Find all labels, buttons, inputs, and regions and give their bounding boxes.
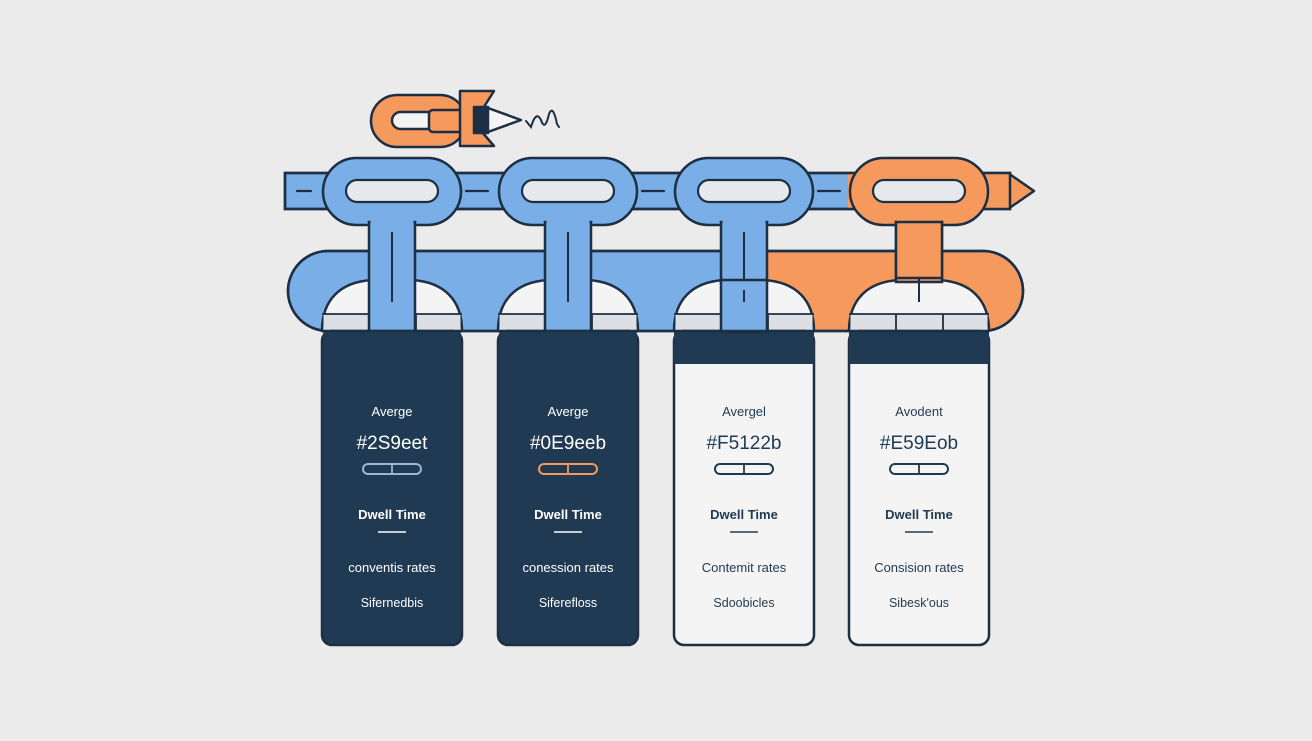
card-metric: Dwell Time (885, 507, 953, 522)
card-heading: Avergel (722, 404, 766, 419)
pill-indicator (889, 463, 949, 475)
rocket-pencil-link-icon (369, 89, 523, 149)
card-metric: Dwell Time (534, 507, 602, 522)
card-metric: Dwell Time (358, 507, 426, 522)
coupler-slot (520, 178, 616, 204)
card-code: #E59Eob (880, 433, 958, 454)
card-rates: Contemit rates (702, 560, 787, 575)
card-header-band (849, 331, 989, 364)
coupler-slot (344, 178, 440, 204)
card-code: #0E9eeb (530, 433, 606, 454)
card-rates: conventis rates (348, 560, 436, 575)
pill-indicator (538, 463, 598, 475)
stem-neck (719, 278, 769, 334)
card-heading: Avodent (895, 404, 943, 419)
card-heading: Averge (372, 404, 413, 419)
card-heading: Averge (548, 404, 589, 419)
stem-neck (894, 220, 944, 280)
squiggle-icon (525, 109, 560, 130)
card-footer: Sibesk'ous (889, 596, 949, 610)
pill-indicator (714, 463, 774, 475)
card-rates: conession rates (522, 560, 614, 575)
card-rates: Consision rates (874, 560, 964, 575)
dome-band (850, 314, 988, 331)
coupler-slot (696, 178, 792, 204)
card-header-band (674, 331, 814, 364)
card-code: #2S9eet (357, 433, 429, 454)
card-metric: Dwell Time (710, 507, 778, 522)
coupler-slot (871, 178, 967, 204)
card-code: #F5122b (706, 433, 781, 454)
card-footer: Sdoobicles (713, 596, 774, 610)
card-footer: Siferefloss (539, 596, 597, 610)
pill-indicator (362, 463, 422, 475)
arrow-tip-icon (1007, 171, 1036, 211)
card-footer: Sifernedbis (361, 596, 424, 610)
